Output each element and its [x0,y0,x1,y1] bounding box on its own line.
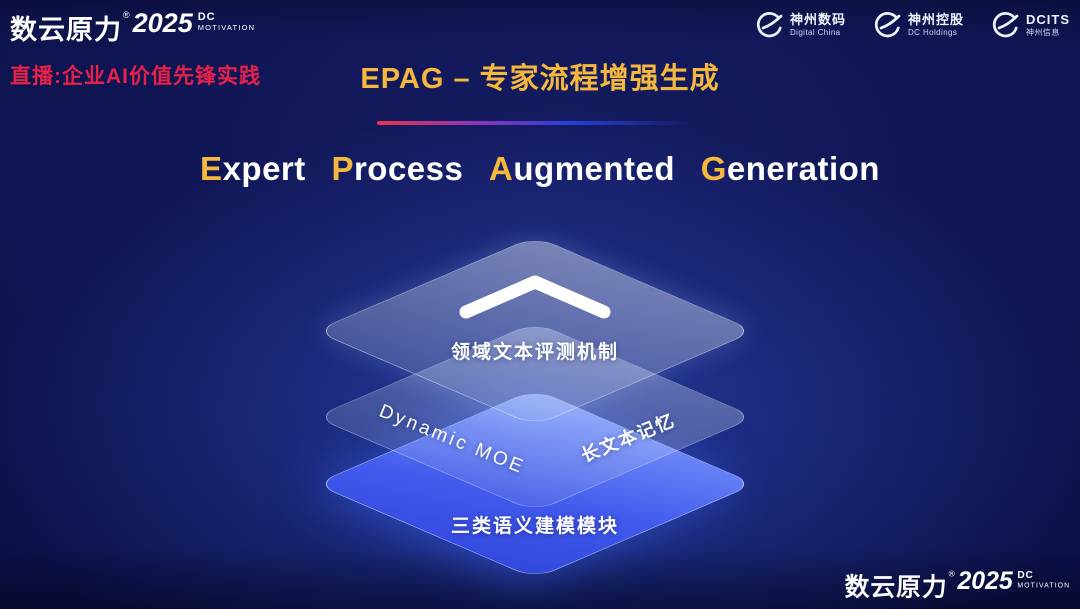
dcits-logo-icon [990,10,1020,40]
brand-year: 2025 [132,8,193,38]
brand-dc: DC [197,11,216,23]
live-topic-label: 直播:企业AI价值先锋实践 [10,65,261,88]
chevron-up-icon [459,275,611,319]
brand-tagline: DC MOTIVATION [1017,569,1070,589]
label-semantic-modeling-modules: 三类语义建模模块 [450,516,620,537]
partner-name-en: Digital China [789,27,841,37]
subtitle-word: Generation [701,150,880,188]
partner-text: DCITS 神州信息 [1026,11,1070,37]
subtitle-word: Process [331,150,463,188]
word-rest: eneration [726,150,880,187]
partner-name-cn: 神州信息 [1026,27,1060,37]
page-subtitle: Expert Process Augmented Generation [0,150,1080,188]
partner-logo-digital-china: 神州数码 Digital China [754,10,846,40]
digital-china-logo-icon [754,10,784,40]
gold-initial: A [489,150,514,187]
label-evaluation-mechanism: 领域文本评测机制 [450,342,620,363]
word-rest: rocess [353,150,464,187]
brand-motivation: MOTIVATION [1017,580,1070,589]
subtitle-word: Expert [200,150,306,188]
gold-initial: E [200,150,223,187]
partner-name-cn: 神州控股 [907,11,964,27]
brand-name: 数云原力 [10,15,122,45]
brand-tagline: DC MOTIVATION [197,11,256,32]
brand-motivation: MOTIVATION [197,22,256,32]
brand-logo-top-left: 数云原力 ® 2025 DC MOTIVATION [10,8,255,47]
gold-initial: G [700,150,727,187]
subtitle-word: Augmented [489,150,675,188]
word-rest: xpert [222,150,306,187]
brand-logo-bottom-right: 数云原力 ® 2025 DC MOTIVATION [844,567,1070,603]
brand-name: 数云原力 [844,573,948,602]
partner-name-cn: 神州数码 [789,11,846,27]
page-title: EPAG – 专家流程增强生成 [360,63,720,95]
brand-year: 2025 [957,567,1013,595]
word-rest: ugmented [513,150,676,187]
gradient-divider [377,121,695,125]
registered-mark: ® [123,10,130,20]
dc-holdings-logo-icon [872,10,902,40]
partner-text: 神州数码 Digital China [789,11,846,37]
partner-name-en: DC Holdings [907,27,958,37]
partner-logo-dc-holdings: 神州控股 DC Holdings [872,10,964,40]
partner-logo-dcits: DCITS 神州信息 [990,10,1070,40]
brand-dc: DC [1017,569,1034,581]
gold-initial: P [331,150,354,187]
partner-name-en: DCITS [1026,11,1070,27]
registered-mark: ® [948,568,955,579]
partner-logos: 神州数码 Digital China 神州控股 DC Holdings [754,10,1070,40]
partner-text: 神州控股 DC Holdings [907,11,964,37]
